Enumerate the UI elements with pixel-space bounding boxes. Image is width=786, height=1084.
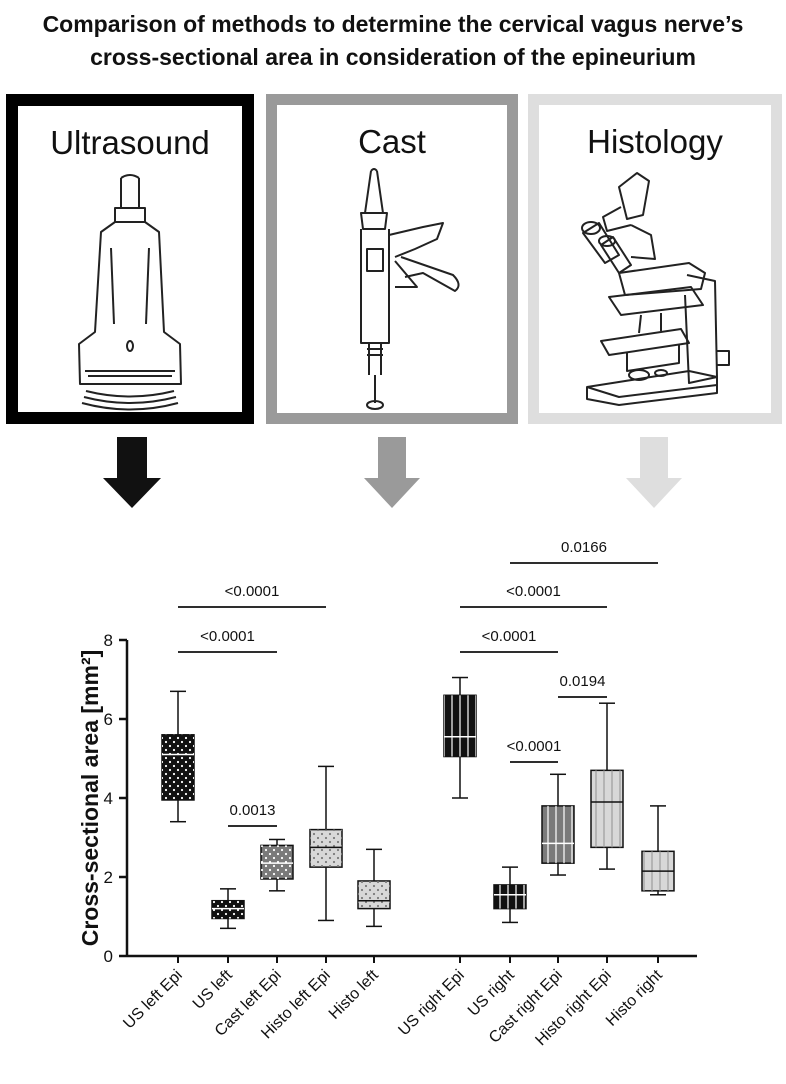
box-pattern — [591, 770, 623, 848]
category-label: US left Epi — [120, 967, 185, 1032]
cast-gun-icon — [360, 168, 460, 410]
y-tick-label: 6 — [104, 710, 113, 729]
y-tick-label: 4 — [104, 789, 113, 808]
comparison-p-value: <0.0001 — [225, 583, 280, 600]
box-pattern — [542, 805, 574, 864]
y-tick-label: 2 — [104, 868, 113, 887]
box-pattern — [162, 734, 194, 800]
box-pattern — [444, 695, 476, 757]
comparison-p-value: <0.0001 — [482, 628, 537, 645]
comparison-p-value: <0.0001 — [200, 628, 255, 645]
figure-title-line2: cross-sectional area in consideration of… — [90, 44, 696, 70]
cast-arrow — [364, 437, 420, 508]
box-pattern — [212, 900, 244, 919]
cast-panel: Cast — [266, 94, 518, 424]
category-label: Histo right — [603, 966, 666, 1029]
category-label: Histo left — [326, 966, 382, 1022]
box-pattern — [310, 829, 342, 868]
figure-title: Comparison of methods to determine the c… — [0, 8, 786, 74]
box-pattern — [494, 884, 526, 909]
ultrasound-arrow — [103, 437, 161, 508]
histology-arrow — [626, 437, 682, 508]
comparison-p-value: 0.0166 — [561, 539, 607, 556]
comparison-p-value: 0.0013 — [230, 802, 276, 819]
category-label: US right Epi — [395, 967, 467, 1039]
y-tick-label: 8 — [104, 631, 113, 650]
box-pattern — [358, 880, 390, 909]
y-tick-label: 0 — [104, 947, 113, 966]
category-label: US left — [190, 966, 236, 1012]
comparison-p-value: <0.0001 — [506, 583, 561, 600]
histology-panel: Histology — [528, 94, 782, 424]
figure-title-line1: Comparison of methods to determine the c… — [42, 11, 744, 37]
y-axis-label: Cross-sectional area [mm²] — [77, 650, 103, 947]
cast-panel-title: Cast — [358, 123, 426, 160]
microscope-icon — [581, 172, 730, 406]
box-pattern — [261, 845, 293, 879]
comparison-p-value: <0.0001 — [507, 738, 562, 755]
ultrasound-panel-title: Ultrasound — [50, 124, 210, 161]
histology-panel-title: Histology — [587, 123, 723, 160]
ultrasound-probe-icon — [78, 174, 182, 411]
ultrasound-panel: Ultrasound — [6, 94, 254, 424]
comparison-p-value: 0.0194 — [560, 673, 606, 690]
